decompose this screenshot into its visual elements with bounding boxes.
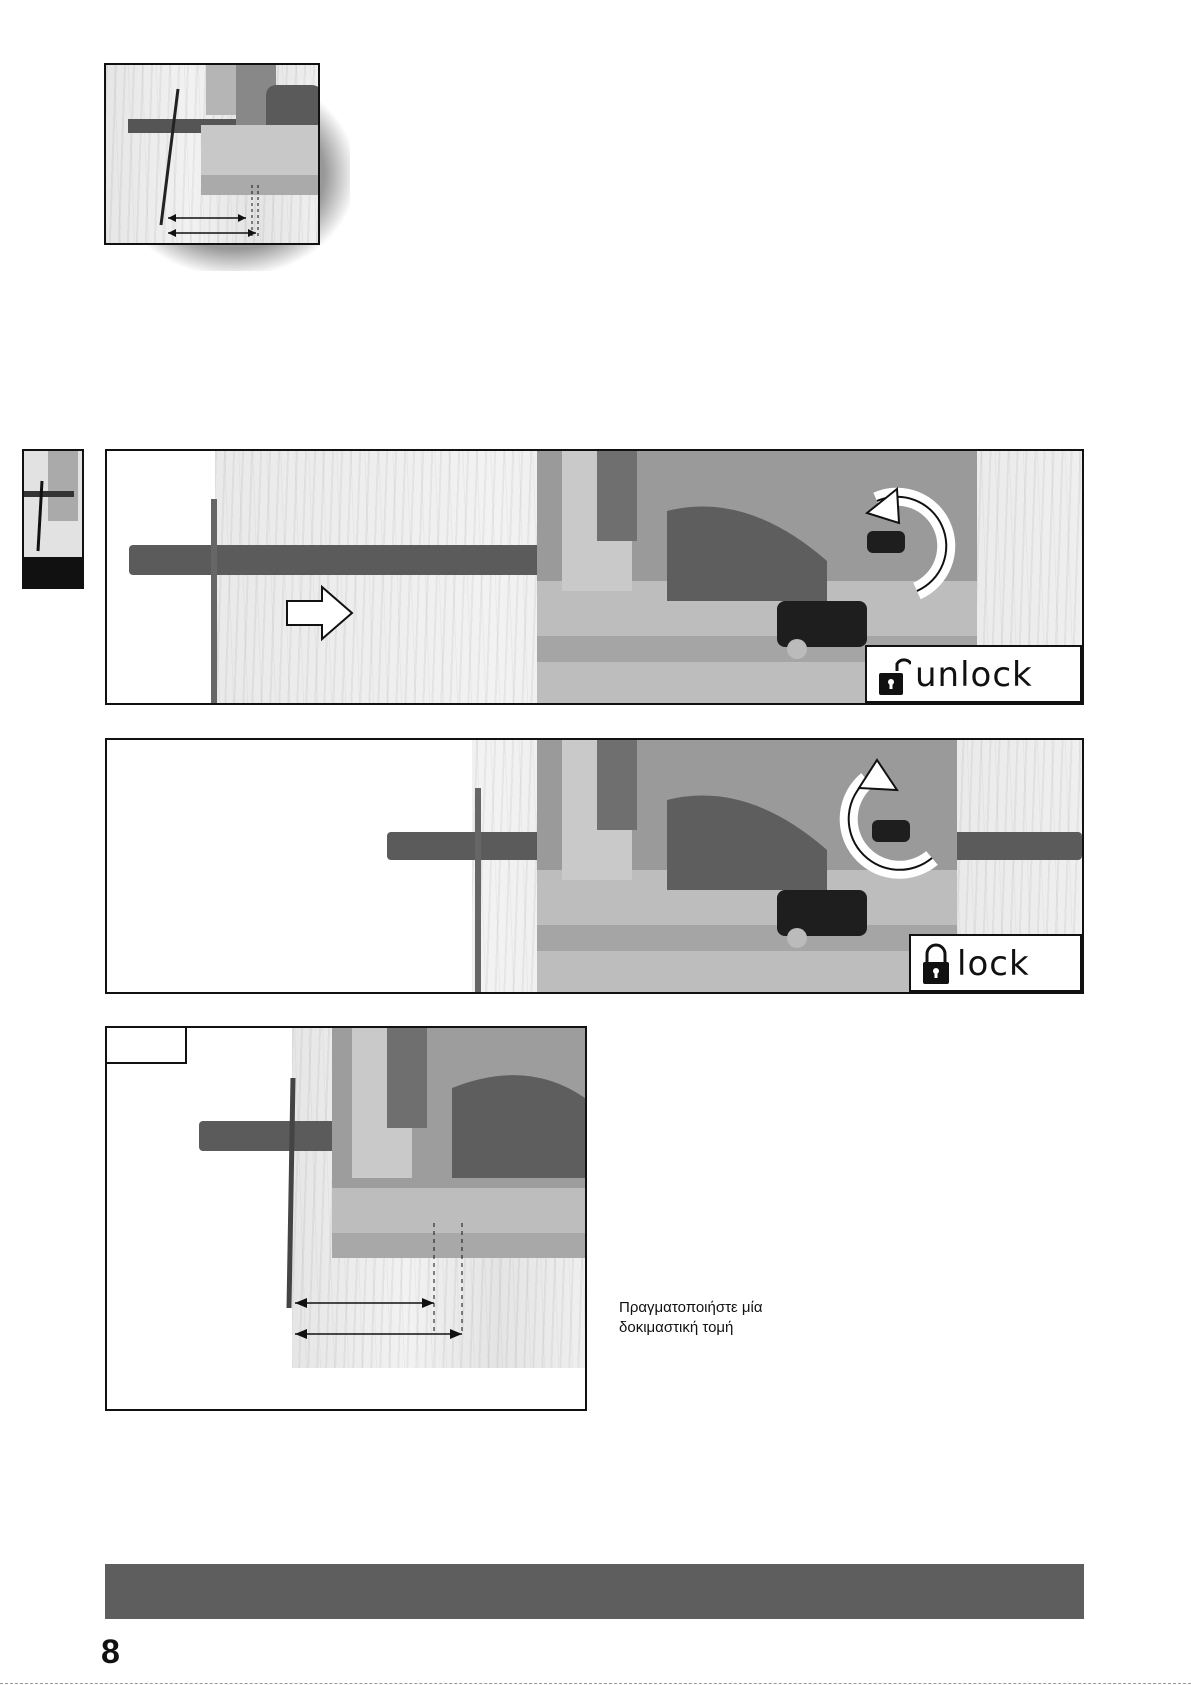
figure-unlock: unlock: [105, 449, 1084, 705]
unlock-badge: unlock: [865, 645, 1082, 703]
test-cut-caption-text: Πραγματοποιήστε μία δοκιμαστική τομή: [619, 1299, 763, 1336]
side-tab-black-block: [24, 557, 84, 589]
page-number: 8: [101, 1634, 129, 1670]
saw-guide-illustration-small: [106, 65, 320, 245]
saw-test-cut-illustration: [107, 1028, 585, 1409]
unlock-label: unlock: [915, 655, 1033, 695]
locked-padlock-icon: [921, 942, 951, 986]
figure-test-cut: [105, 1026, 587, 1411]
figure-lock: lock: [105, 738, 1084, 994]
page-trim-line: [0, 1683, 1191, 1684]
side-tab-thumbnail: [24, 451, 84, 559]
unlocked-padlock-icon: [877, 655, 911, 697]
footer-bar: [105, 1564, 1084, 1619]
lock-badge: lock: [909, 934, 1082, 992]
top-illustration: [104, 63, 350, 271]
test-cut-caption: Πραγματοποιήστε μία δοκιμαστική τομή: [619, 1298, 839, 1338]
lock-label: lock: [957, 944, 1030, 984]
side-tab: [22, 449, 84, 589]
